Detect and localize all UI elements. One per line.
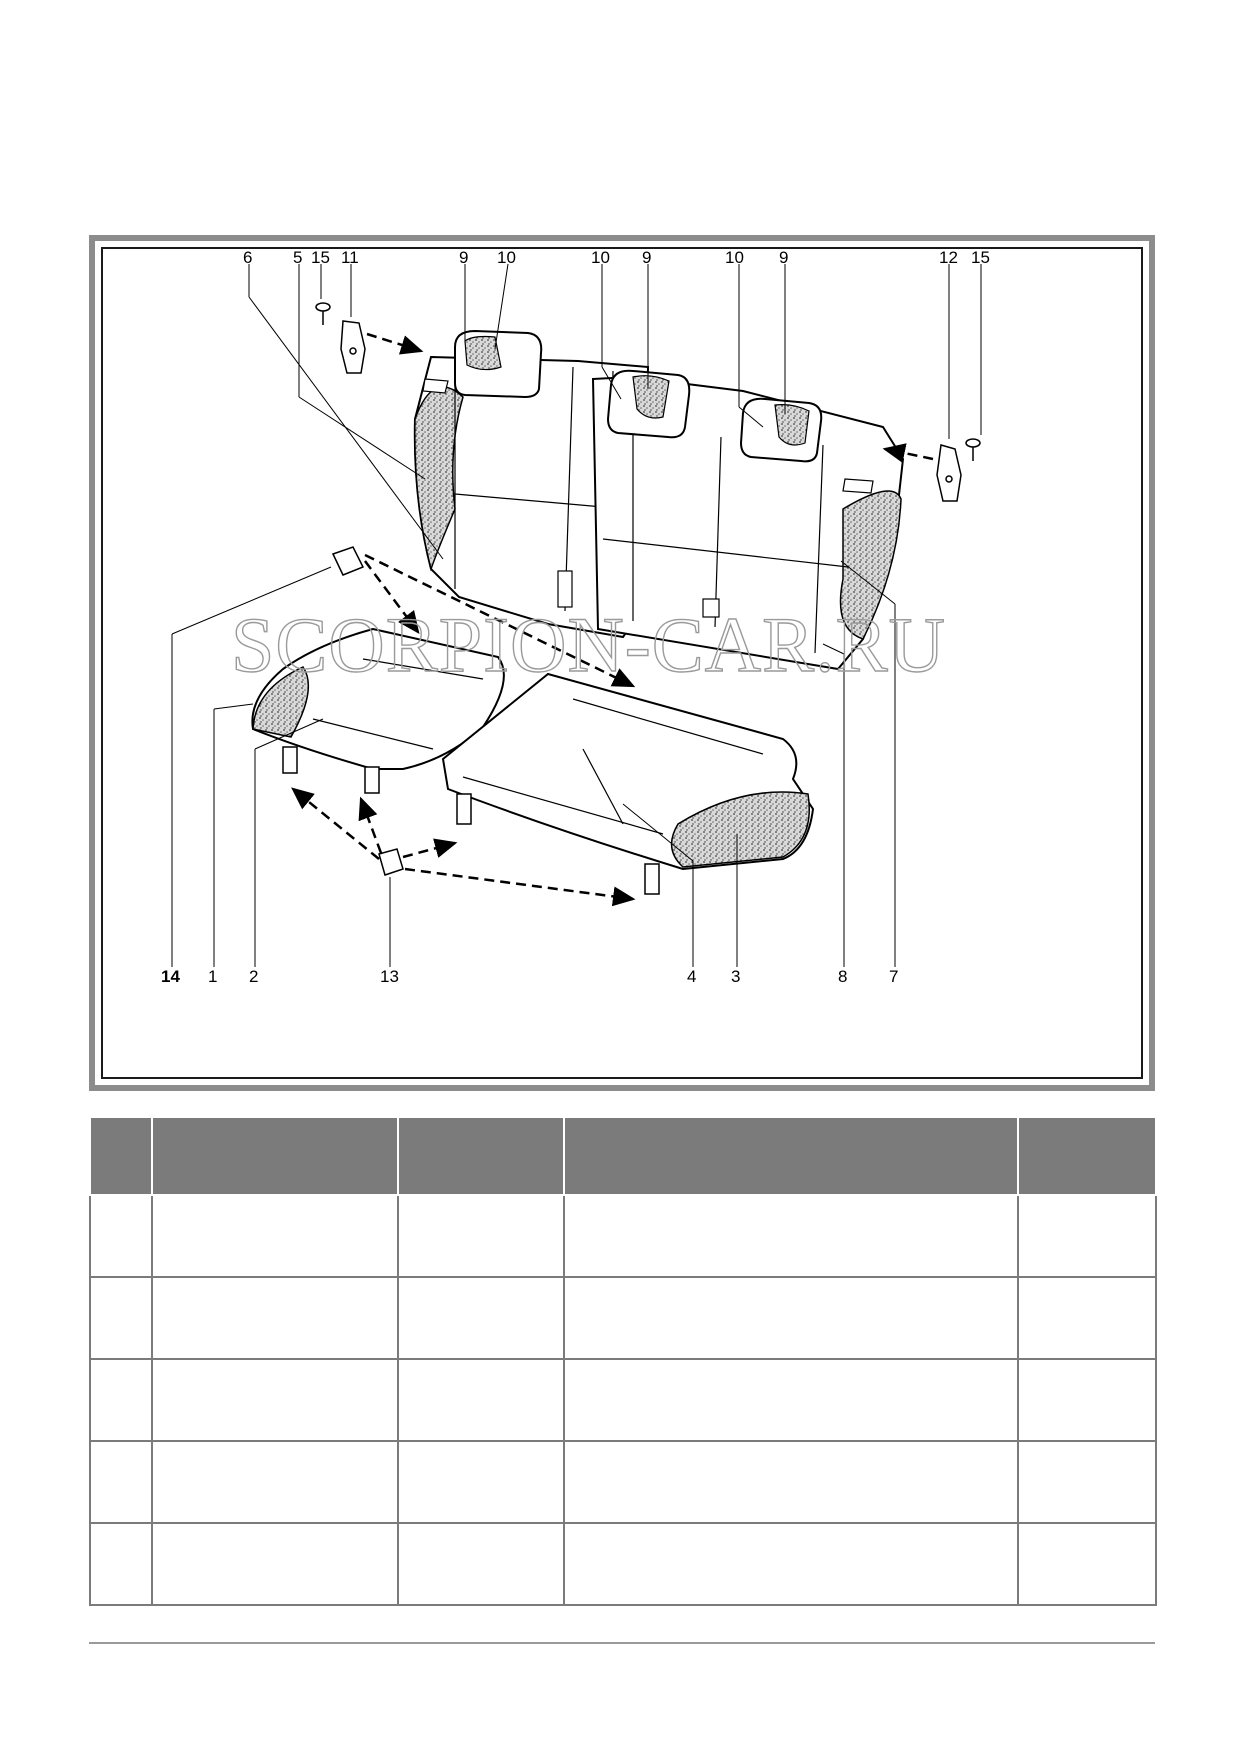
callout-9-left: 9 [459, 249, 468, 267]
table-cell [89, 1276, 153, 1360]
callout-1: 1 [208, 967, 217, 986]
table-row [89, 1522, 1157, 1606]
headrest-right [739, 397, 823, 463]
header-cell-name [151, 1116, 399, 1196]
table-cell [89, 1522, 153, 1606]
table-cell [397, 1358, 565, 1442]
headrest-middle [606, 369, 691, 439]
clip-part-13 [378, 848, 404, 876]
table-cell [89, 1440, 153, 1524]
table-cell [397, 1522, 565, 1606]
footer-rule [89, 1642, 1155, 1644]
callout-14: 14 [161, 967, 180, 986]
table-row [89, 1440, 1157, 1524]
callout-15-right: 15 [971, 249, 990, 267]
callout-4: 4 [687, 967, 696, 986]
callout-15-left: 15 [311, 249, 330, 267]
callout-8: 8 [838, 967, 847, 986]
bolt-right-part-15 [965, 438, 981, 461]
table-cell [151, 1358, 399, 1442]
assembly-arrows [291, 332, 934, 907]
table-cell [1017, 1276, 1157, 1360]
table-cell [89, 1358, 153, 1442]
table-cell [397, 1194, 565, 1278]
table-cell [1017, 1522, 1157, 1606]
table-cell [1017, 1358, 1157, 1442]
table-cell [563, 1440, 1019, 1524]
table-cell [151, 1194, 399, 1278]
table-cell [151, 1276, 399, 1360]
callout-9-right: 9 [779, 249, 788, 267]
left-seat-cushion [251, 627, 505, 794]
callout-6: 6 [243, 249, 252, 267]
callout-7: 7 [889, 967, 898, 986]
hinge-right-part-12 [936, 444, 962, 502]
table-cell [1017, 1194, 1157, 1278]
callout-10-left: 10 [497, 249, 516, 267]
table-cell [397, 1440, 565, 1524]
header-cell-description [563, 1116, 1019, 1196]
table-cell [151, 1440, 399, 1524]
rear-seat-exploded-diagram: 6 5 15 11 9 10 10 9 10 9 12 15 14 1 2 13… [161, 249, 990, 986]
table-cell [1017, 1440, 1157, 1524]
leader-lines [171, 263, 982, 967]
callout-10-right: 10 [725, 249, 744, 267]
table-cell [397, 1276, 565, 1360]
left-seatback [413, 355, 650, 639]
header-cell-quantity [1017, 1116, 1157, 1196]
watermark: SCORPION-CAR.RU [231, 601, 946, 688]
table-cell [563, 1358, 1019, 1442]
callout-10-middle: 10 [591, 249, 610, 267]
callout-5: 5 [293, 249, 302, 267]
clip-part-14 [331, 546, 365, 576]
table-row [89, 1358, 1157, 1442]
table-header-row [89, 1116, 1157, 1196]
table-cell [89, 1194, 153, 1278]
table-cell [151, 1522, 399, 1606]
table-cell [563, 1522, 1019, 1606]
callout-12: 12 [939, 249, 958, 267]
headrest-left [454, 329, 543, 399]
table-cell [563, 1194, 1019, 1278]
right-seat-cushion [441, 672, 815, 895]
bolt-left-part-15 [315, 302, 331, 325]
table-row [89, 1194, 1157, 1278]
table-cell [563, 1276, 1019, 1360]
callout-11: 11 [341, 249, 359, 267]
hinge-left-part-11 [340, 320, 366, 374]
callout-13: 13 [380, 967, 399, 986]
callout-2: 2 [249, 967, 258, 986]
figure-inner-border: 6 5 15 11 9 10 10 9 10 9 12 15 14 1 2 13… [101, 247, 1143, 1079]
parts-table [89, 1116, 1157, 1606]
figure-frame: 6 5 15 11 9 10 10 9 10 9 12 15 14 1 2 13… [89, 235, 1155, 1091]
callout-3: 3 [731, 967, 740, 986]
callout-9-middle: 9 [642, 249, 651, 267]
header-cell-code [397, 1116, 565, 1196]
header-cell-number [89, 1116, 153, 1196]
table-row [89, 1276, 1157, 1360]
